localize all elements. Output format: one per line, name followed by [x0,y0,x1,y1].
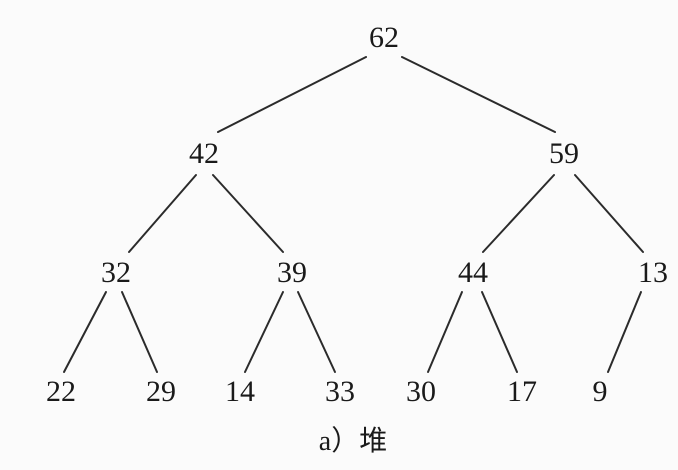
edge-13-9 [607,291,642,373]
edge-59-44 [482,174,555,253]
edge-44-30 [427,291,463,373]
edge-42-32 [128,174,197,253]
edge-62-42 [217,56,367,133]
edge-59-13 [574,174,644,253]
edge-62-59 [401,56,556,133]
node-22: 22 [46,375,76,408]
node-44: 44 [458,256,488,289]
node-33: 33 [325,375,355,408]
edge-44-17 [481,291,518,373]
node-39: 39 [277,256,307,289]
node-14: 14 [225,375,255,408]
edge-42-39 [212,174,284,253]
node-13: 13 [638,256,668,289]
edge-32-22 [63,291,107,373]
edge-39-33 [297,291,336,373]
edges-layer [63,56,644,373]
node-62: 62 [369,21,399,54]
node-30: 30 [406,375,436,408]
node-17: 17 [507,375,537,408]
node-59: 59 [549,137,579,170]
edge-39-14 [244,291,284,373]
edge-32-29 [121,291,158,373]
node-29: 29 [146,375,176,408]
node-32: 32 [101,256,131,289]
node-9: 9 [593,375,608,408]
figure-caption: a）堆 [319,425,387,457]
nodes-layer: 62 42 59 32 39 44 13 22 29 14 33 30 17 9 [46,21,668,408]
node-42: 42 [189,137,219,170]
